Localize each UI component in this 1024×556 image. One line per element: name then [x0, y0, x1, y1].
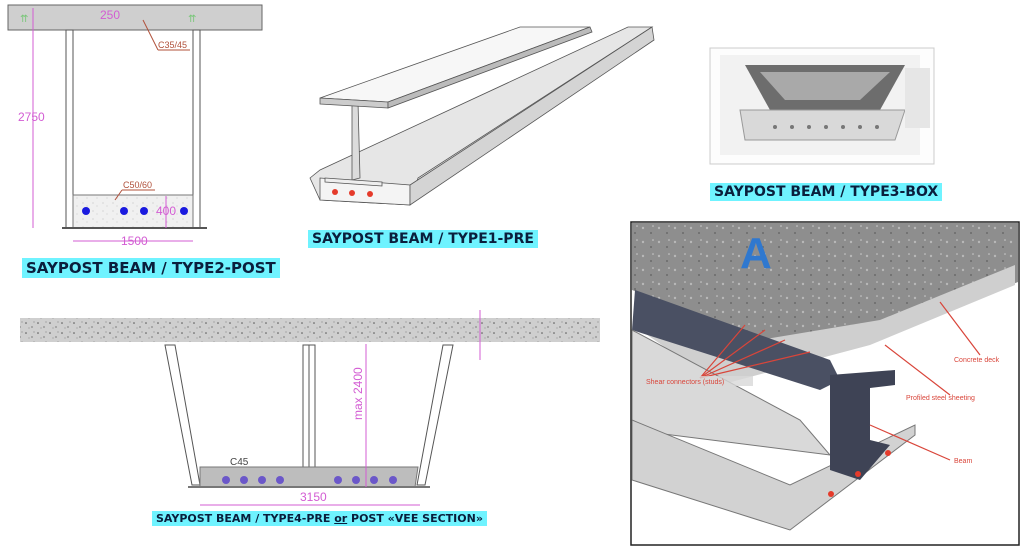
- label-steel-sheeting: Profiled steel sheeting: [906, 395, 975, 402]
- dim-height: 2750: [18, 110, 45, 124]
- stud-icon: ⇈: [20, 14, 28, 25]
- type1-caption: SAYPOST BEAM / TYPE1-PRE: [308, 230, 538, 248]
- dim-slab: 250: [100, 8, 120, 22]
- dim-bottom: 400: [156, 204, 176, 218]
- material-slab: C35/45: [158, 40, 187, 50]
- type3-box-image: [709, 47, 935, 165]
- rebar-dots: [82, 207, 188, 215]
- type4-caption-a: SAYPOST BEAM / TYPE4-PRE: [156, 512, 335, 525]
- type2-caption: SAYPOST BEAM / TYPE2-POST: [22, 258, 280, 278]
- type4-caption-b: POST «VEE SECTION»: [347, 512, 483, 525]
- type4-vee-section: max 2400 3150 C45: [20, 310, 600, 506]
- type3-caption: SAYPOST BEAM / TYPE3-BOX: [710, 183, 943, 201]
- dim-width: 1500: [121, 234, 148, 248]
- label-concrete-deck: Concrete deck: [954, 357, 1000, 364]
- label-beam: Beam: [954, 458, 972, 465]
- type1-3d-beam: [309, 26, 655, 206]
- stud-icon: ⇈: [188, 14, 196, 25]
- type4-caption: SAYPOST BEAM / TYPE4-PRE or POST «VEE SE…: [152, 511, 487, 526]
- composite-deck-image: A Shear connectors (studs) Concrete deck…: [630, 221, 1020, 546]
- material: C45: [230, 457, 249, 468]
- marker-a: A: [740, 229, 772, 278]
- dim-width: 3150: [300, 490, 327, 504]
- material-bottom: C50/60: [123, 180, 152, 190]
- dim-height: max 2400: [351, 367, 365, 420]
- label-shear-connectors: Shear connectors (studs): [646, 379, 724, 386]
- type2-section: ⇈ ⇈ 250 2750 400 1500 C35/45 C50/60: [7, 4, 263, 248]
- type4-caption-or: or: [334, 512, 348, 525]
